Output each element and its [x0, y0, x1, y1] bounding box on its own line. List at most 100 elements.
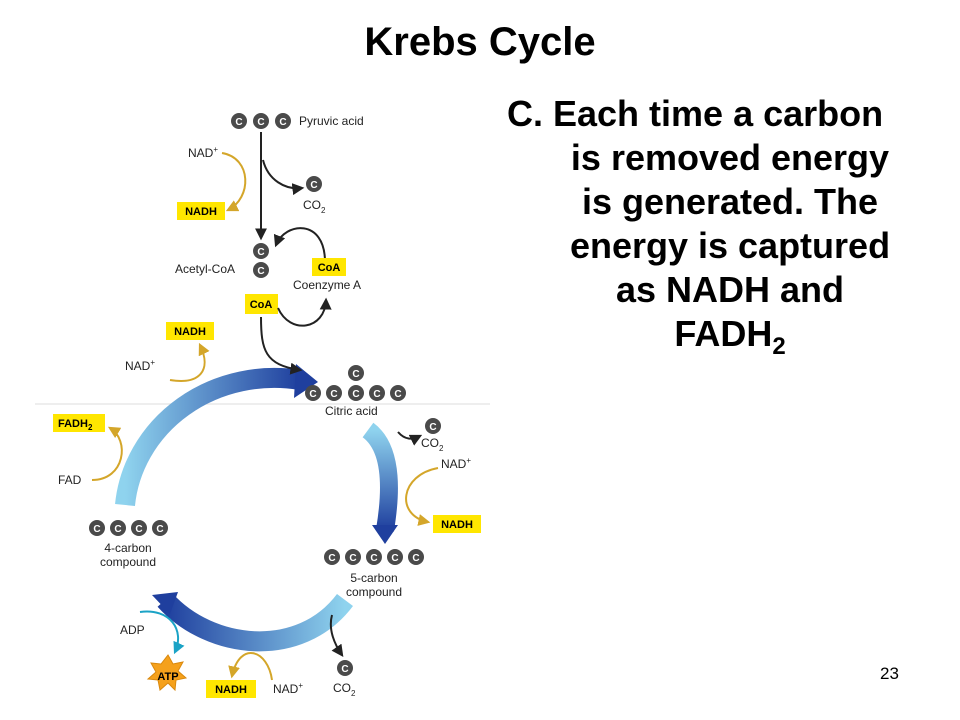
citric-acid-molecule: C C C C C C — [305, 365, 406, 401]
carbon-atom — [345, 549, 361, 565]
coa-box-acetyl — [245, 294, 278, 314]
co2-release-arrow-2 — [397, 431, 423, 446]
carbon-label: C — [135, 524, 142, 535]
nad-reduction-arrow-2 — [169, 342, 210, 382]
fad-label: FAD — [58, 473, 82, 487]
citric-acid-label: Citric acid — [325, 404, 378, 418]
four-carbon-molecule: C C C C — [89, 520, 168, 536]
atp-burst — [146, 654, 188, 692]
co2-release-arrow-1 — [262, 159, 305, 196]
adp-to-atp-arrow — [139, 610, 185, 655]
slide-body-text: C. Each time a carbon is removed energy … — [505, 92, 955, 369]
coa-label-acetyl: CoA — [250, 299, 273, 311]
cycle-arrowhead-right — [372, 525, 398, 544]
adp-label: ADP — [120, 623, 145, 637]
acetyl-coa-label: Acetyl-CoA — [175, 262, 235, 276]
carbon-atom — [348, 365, 364, 381]
carbon-label: C — [93, 524, 100, 535]
body-line-1: C. Each time a carbon — [507, 93, 884, 134]
five-carbon-label-1: 5-carbon — [350, 571, 397, 585]
carbon-label: C — [349, 553, 356, 564]
four-carbon-label-1: 4-carbon — [104, 541, 151, 555]
four-carbon-label-2: compound — [100, 555, 156, 569]
carbon-label: C — [114, 524, 121, 535]
carbon-label: C — [328, 553, 335, 564]
nadh-box-4 — [206, 680, 256, 698]
carbon-atom — [253, 113, 269, 129]
nadh-label-2: NADH — [174, 326, 206, 338]
coa-loop-arrow-bottom — [277, 297, 332, 327]
co2-carbon-atom-1 — [306, 176, 322, 192]
carbon-atom — [324, 549, 340, 565]
carbon-atom — [390, 385, 406, 401]
nad-plus-label-1: NAD+ — [188, 145, 218, 160]
carbon-label: C — [370, 553, 377, 564]
cycle-arrow-right — [361, 422, 398, 532]
co2-release-arrow-3 — [329, 614, 344, 657]
carbon-label: C — [330, 389, 337, 400]
pyruvic-acid-label: Pyruvic acid — [299, 114, 364, 128]
fadh2-box — [53, 414, 105, 432]
atp-label: ATP — [157, 671, 178, 683]
carbon-atom — [305, 385, 321, 401]
body-line-2: is removed energy — [570, 137, 890, 178]
fadh2-subscript: 2 — [772, 333, 786, 361]
carbon-label: C — [341, 664, 348, 675]
carbon-atom — [369, 385, 385, 401]
carbon-atom — [110, 520, 126, 536]
carbon-atom — [89, 520, 105, 536]
nadh-box-3 — [433, 515, 481, 533]
carbon-label: C — [279, 117, 286, 128]
coa-box — [312, 258, 346, 276]
nad-reduction-arrow-1 — [221, 152, 247, 212]
slide-title: Krebs Cycle — [364, 20, 596, 64]
body-line-4: energy is captured — [569, 225, 891, 266]
nadh-label-3: NADH — [441, 519, 473, 531]
nad-plus-label-2: NAD+ — [125, 358, 155, 373]
five-carbon-label-2: compound — [346, 585, 402, 599]
coa-label: CoA — [318, 262, 341, 274]
carbon-label: C — [391, 553, 398, 564]
nadh-label-1: NADH — [185, 206, 217, 218]
carbon-label: C — [352, 389, 359, 400]
carbon-label: C — [309, 389, 316, 400]
carbon-atom — [231, 113, 247, 129]
carbon-atom — [366, 549, 382, 565]
body-line-3: is generated. The — [581, 181, 879, 222]
coenzyme-a-label: Coenzyme A — [293, 278, 361, 292]
fadh2-label: FADH2 — [58, 418, 93, 432]
carbon-atom — [408, 549, 424, 565]
co2-carbon-atom-3 — [337, 660, 353, 676]
co2-carbon-atom-2 — [425, 418, 441, 434]
cycle-arrowhead-bottom — [152, 592, 178, 614]
carbon-label: C — [257, 266, 264, 277]
fadh2-text: FADH — [674, 313, 773, 354]
nadh-box-1 — [177, 202, 225, 220]
nadh-box-2 — [166, 322, 214, 340]
nad-reduction-arrow-4 — [228, 652, 273, 681]
page-number: 23 — [880, 664, 899, 683]
carbon-atom — [275, 113, 291, 129]
coa-loop-arrow-top — [273, 227, 326, 263]
carbon-atom — [348, 385, 364, 401]
nad-plus-label-3: NAD+ — [441, 456, 471, 471]
nad-plus-label-4: NAD+ — [273, 681, 303, 696]
carbon-label: C — [412, 553, 419, 564]
carbon-label: C — [257, 117, 264, 128]
cycle-arrow-top — [115, 367, 302, 507]
acetyl-entry-arrow — [260, 316, 303, 375]
co2-label-1: CO2 — [303, 198, 326, 215]
carbon-atom — [326, 385, 342, 401]
carbon-label: C — [429, 422, 436, 433]
co2-label-2: CO2 — [421, 436, 444, 453]
pyruvic-acid-molecule: C C C — [231, 113, 291, 129]
acetyl-carbon-atom-2 — [253, 262, 269, 278]
cycle-arrow-bottom — [157, 593, 353, 652]
nadh-label-4: NADH — [215, 684, 247, 696]
carbon-label: C — [235, 117, 242, 128]
body-line-5: as NADH and — [615, 269, 845, 310]
carbon-label: C — [156, 524, 163, 535]
acetyl-carbon-atom-1 — [253, 243, 269, 259]
carbon-atom — [387, 549, 403, 565]
